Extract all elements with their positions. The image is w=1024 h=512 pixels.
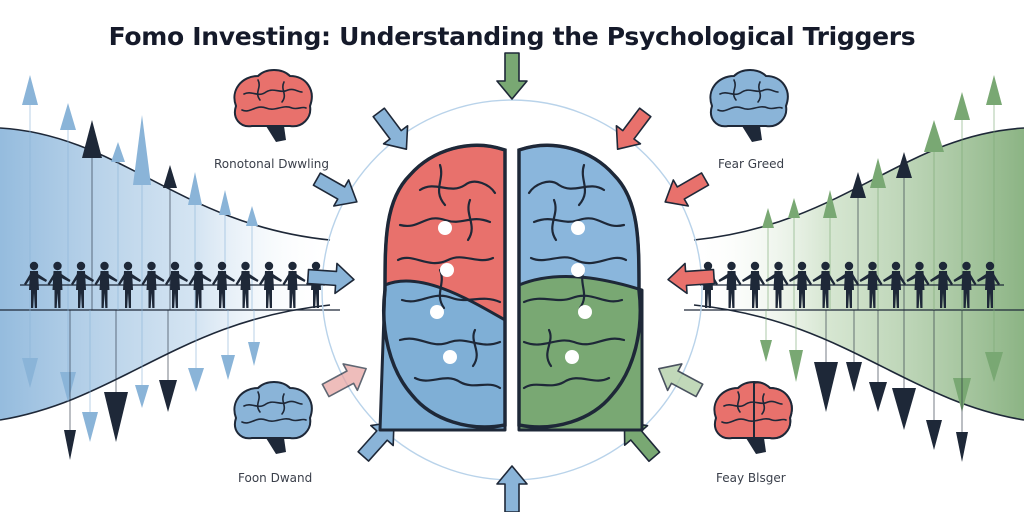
- brain-icon-bottom-right: [713, 381, 793, 454]
- spike-marker: [246, 206, 258, 226]
- person-silhouette-icon: [930, 261, 953, 308]
- spike-marker: [188, 172, 202, 205]
- arrow-icon: [658, 363, 704, 398]
- spike-marker: [956, 432, 968, 462]
- person-silhouette-icon: [71, 261, 94, 308]
- spike-marker: [82, 120, 102, 158]
- arrow-icon: [357, 421, 395, 462]
- left-fear-wave: [0, 128, 330, 420]
- spike-marker: [82, 412, 98, 442]
- spike-marker: [846, 362, 862, 392]
- person-silhouette-icon: [24, 261, 47, 308]
- spike-marker: [814, 362, 838, 412]
- spike-marker: [985, 352, 1003, 382]
- arrow-icon: [496, 465, 528, 512]
- spike-marker: [111, 142, 125, 162]
- person-silhouette-icon: [282, 261, 306, 308]
- page-title: Fomo Investing: Understanding the Psycho…: [108, 22, 916, 51]
- spike-marker: [133, 115, 151, 185]
- person-silhouette-icon: [118, 261, 141, 308]
- person-silhouette-icon: [977, 261, 1000, 308]
- spike-marker: [22, 358, 38, 388]
- arrow-icon: [321, 363, 367, 398]
- arrow-icon: [615, 107, 652, 151]
- brain-icon-bottom-left: [233, 381, 313, 454]
- person-silhouette-icon: [765, 261, 789, 308]
- label-bottom-right: Feay Blsger: [716, 471, 786, 485]
- person-silhouette-icon: [953, 261, 977, 308]
- label-bottom-left: Foon Dwand: [238, 471, 313, 485]
- spike-marker: [850, 172, 866, 198]
- arrow-icon: [667, 262, 716, 295]
- spike-marker: [60, 372, 76, 402]
- crowd-left: [20, 261, 329, 308]
- center-brain-icon: [378, 143, 644, 432]
- person-silhouette-icon: [235, 261, 259, 308]
- spike-marker: [954, 92, 970, 120]
- label-top-left: Ronotonal Dwwling: [214, 157, 330, 171]
- person-silhouette-icon: [212, 261, 235, 308]
- left-spike-markers: [22, 75, 260, 460]
- label-top-right: Fear Greed: [718, 157, 785, 171]
- incoming-arrows: [306, 52, 716, 512]
- person-silhouette-icon: [859, 261, 883, 308]
- spike-marker: [869, 382, 887, 412]
- arrow-icon: [664, 172, 710, 207]
- brain-icon-top-left: [233, 69, 313, 142]
- person-silhouette-icon: [812, 261, 836, 308]
- person-silhouette-icon: [883, 261, 906, 308]
- spike-marker: [788, 198, 800, 218]
- person-silhouette-icon: [836, 261, 859, 308]
- spike-marker: [188, 368, 204, 392]
- person-silhouette-icon: [789, 261, 812, 308]
- spike-marker: [104, 392, 128, 442]
- arrow-icon: [372, 107, 409, 151]
- arrow-icon: [306, 262, 355, 295]
- spike-marker: [60, 103, 76, 130]
- person-silhouette-icon: [165, 261, 188, 308]
- spike-marker: [924, 120, 944, 152]
- person-silhouette-icon: [94, 261, 118, 308]
- arrow-icon: [496, 52, 528, 100]
- person-silhouette-icon: [718, 261, 742, 308]
- spike-marker: [926, 420, 942, 450]
- spike-marker: [221, 355, 235, 380]
- person-silhouette-icon: [906, 261, 930, 308]
- spike-marker: [760, 340, 772, 362]
- person-silhouette-icon: [47, 261, 71, 308]
- spike-marker: [135, 385, 149, 408]
- right-greed-wave: [694, 128, 1024, 420]
- spike-marker: [248, 342, 260, 366]
- brain-icon-top-right: [709, 69, 789, 142]
- right-spike-markers: [760, 75, 1003, 462]
- spike-marker: [219, 190, 231, 215]
- person-silhouette-icon: [188, 261, 212, 308]
- spike-marker: [22, 75, 38, 105]
- spike-marker: [823, 190, 837, 218]
- person-silhouette-icon: [742, 261, 765, 308]
- spike-marker: [892, 388, 916, 430]
- spike-marker: [762, 208, 774, 228]
- spike-marker: [789, 350, 803, 382]
- arrow-icon: [312, 172, 358, 207]
- person-silhouette-icon: [259, 261, 282, 308]
- spike-marker: [163, 165, 177, 188]
- spike-marker: [64, 430, 76, 460]
- spike-marker: [870, 158, 886, 188]
- person-silhouette-icon: [141, 261, 165, 308]
- spike-marker: [896, 152, 912, 178]
- spike-marker: [986, 75, 1002, 105]
- spike-marker: [159, 380, 177, 412]
